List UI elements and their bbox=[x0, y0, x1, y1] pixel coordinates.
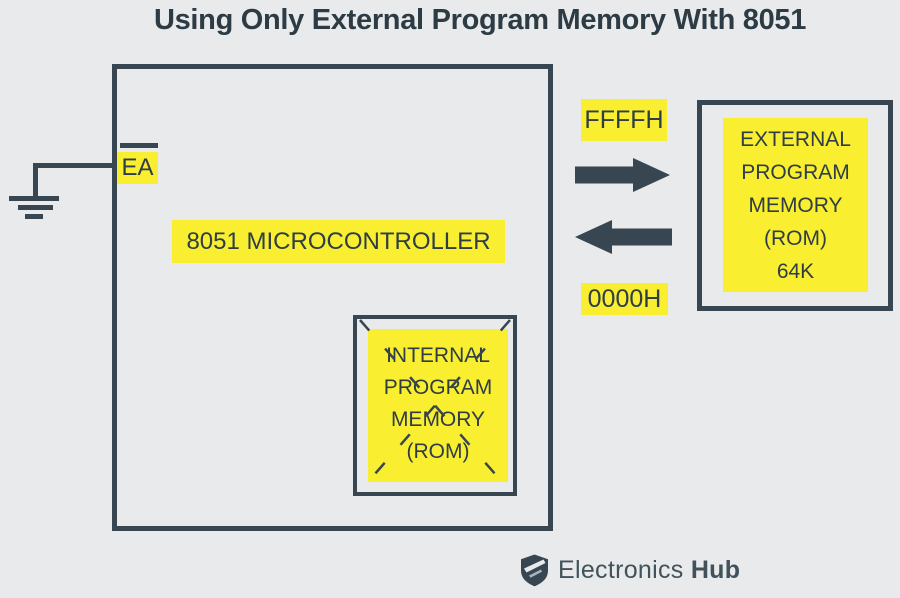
ground-wire-horizontal bbox=[33, 163, 113, 168]
address-high-label: FFFFH bbox=[581, 99, 667, 141]
ground-bar-3 bbox=[25, 214, 43, 219]
ground-wire-stem bbox=[33, 163, 38, 200]
ground-bar-1 bbox=[9, 196, 59, 201]
internal-memory-line: MEMORY bbox=[390, 408, 486, 431]
page-title: Using Only External Program Memory With … bbox=[153, 4, 807, 36]
external-memory-line: PROGRAM bbox=[741, 161, 850, 184]
ea-pin-label: EA bbox=[117, 152, 158, 184]
address-low-label: 0000H bbox=[581, 283, 668, 315]
electronics-hub-logo: Electronics Hub bbox=[520, 554, 740, 587]
logo-text-bold: Hub bbox=[690, 556, 741, 584]
cross-out-x-icon bbox=[359, 319, 511, 492]
internal-memory-box bbox=[353, 315, 517, 496]
internal-memory-line: PROGRAM bbox=[383, 376, 493, 399]
external-memory-line: MEMORY bbox=[748, 194, 843, 217]
microcontroller-label: 8051 MICROCONTROLLER bbox=[172, 220, 505, 263]
internal-memory-line: (ROM) bbox=[406, 440, 470, 463]
microcontroller-box bbox=[112, 64, 553, 531]
arrow-left-icon bbox=[575, 220, 672, 254]
internal-memory-line: INTERNAL bbox=[386, 344, 490, 367]
external-memory-line: EXTERNAL bbox=[740, 128, 851, 151]
logo-text-regular: Electronics bbox=[558, 556, 684, 584]
arrow-right-icon bbox=[575, 158, 670, 192]
ground-bar-2 bbox=[18, 205, 53, 210]
external-memory-box bbox=[697, 100, 893, 311]
external-memory-line: (ROM) bbox=[764, 227, 827, 250]
external-memory-line: 64K bbox=[776, 260, 815, 283]
external-memory-label: EXTERNAL PROGRAM MEMORY (ROM) 64K bbox=[723, 118, 868, 292]
shield-icon bbox=[521, 554, 548, 587]
logo-text: Electronics Hub bbox=[558, 556, 740, 585]
ea-overbar bbox=[120, 143, 158, 148]
